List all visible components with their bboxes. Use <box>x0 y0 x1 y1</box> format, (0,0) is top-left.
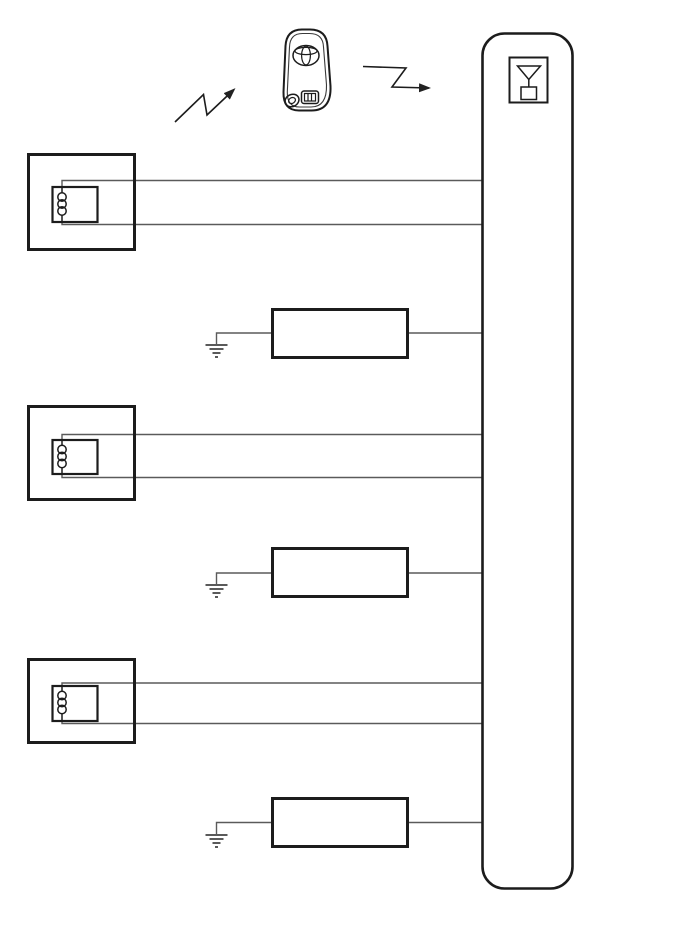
wire-antenna1-bottom <box>61 222 483 226</box>
ground-wire <box>215 572 273 584</box>
amplifier-box-1 <box>271 308 409 359</box>
wire-antenna3-top <box>61 682 483 686</box>
ground-symbol-2 <box>205 572 273 598</box>
coil-antenna-box-3 <box>27 658 136 744</box>
wire-antenna2-top <box>61 433 483 440</box>
radio-wave-right-icon <box>362 65 431 93</box>
component-outline <box>27 405 136 501</box>
coil-frame <box>51 438 99 476</box>
ecu-outline <box>481 32 574 890</box>
coil-icon <box>57 441 67 473</box>
coil-antenna-box-2 <box>27 405 136 501</box>
ground-symbol-3 <box>205 821 273 848</box>
antenna-base <box>520 86 538 101</box>
ground-wire <box>215 821 273 834</box>
coil-frame <box>51 185 99 224</box>
toyota-logo-icon <box>292 44 320 67</box>
coil-icon <box>57 188 67 221</box>
amplifier-box-2 <box>271 547 409 598</box>
antenna-icon <box>508 56 549 104</box>
coil-icon <box>57 687 67 720</box>
coil-antenna-box-1 <box>27 153 136 251</box>
fob-faceplate <box>286 32 328 108</box>
wire-antenna3-bottom <box>61 721 483 725</box>
antenna-frame <box>508 56 549 104</box>
component-outline <box>27 658 136 744</box>
key-fob-icon <box>282 28 332 112</box>
radio-wave-left-icon <box>174 88 236 123</box>
ground-symbol-1 <box>205 332 273 358</box>
ground-wire <box>215 332 273 344</box>
amplifier-box-3 <box>271 797 409 848</box>
component-outline <box>27 153 136 251</box>
receiver-ecu-box <box>481 32 574 890</box>
coil-frame <box>51 684 99 723</box>
fob-keyring-hole <box>284 93 300 108</box>
wire-antenna2-bottom <box>61 474 483 479</box>
wire-antenna1-top <box>61 179 483 187</box>
antenna-triangle <box>515 65 543 81</box>
wires <box>61 179 483 824</box>
fob-button <box>300 90 320 105</box>
